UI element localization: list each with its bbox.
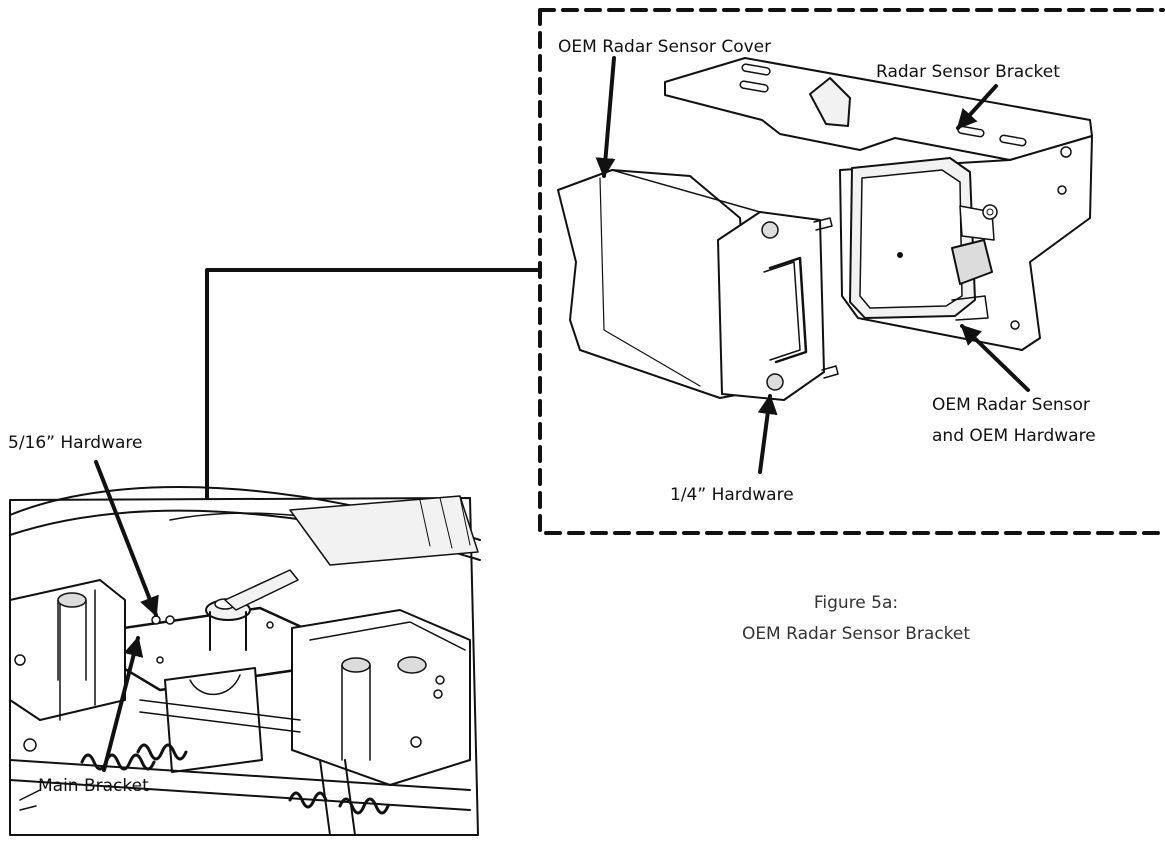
figure-caption-line1: Figure 5a: — [814, 593, 898, 613]
label-radar-sensor-bracket: Radar Sensor Bracket — [876, 62, 1060, 82]
right-spring — [288, 791, 390, 815]
detail-callout-box — [538, 8, 1165, 535]
bracket-leader-arrow — [956, 84, 998, 130]
cover-leader-arrow — [595, 56, 616, 178]
oem-radar-sensor — [849, 157, 998, 321]
label-oem-radar-sensor-cover: OEM Radar Sensor Cover — [558, 37, 771, 57]
five-sixteenths-leader-arrow — [94, 460, 159, 617]
oem-radar-sensor-cover — [557, 169, 839, 401]
label-quarter-hardware: 1/4” Hardware — [670, 485, 794, 505]
main-bracket-leader-arrow — [102, 636, 144, 772]
main-assembly — [9, 486, 481, 836]
left-spring — [80, 743, 188, 771]
label-main-bracket: Main Bracket — [38, 776, 149, 796]
label-oem-radar-sensor-line2: and OEM Hardware — [932, 426, 1096, 446]
label-five-sixteenths-hardware: 5/16” Hardware — [8, 433, 142, 453]
quarter-hardware-leader-arrow — [757, 394, 778, 474]
sensor-leader-arrow — [960, 324, 1030, 392]
label-oem-radar-sensor-line1: OEM Radar Sensor — [932, 395, 1090, 415]
figure-caption-line2: OEM Radar Sensor Bracket — [742, 624, 970, 644]
